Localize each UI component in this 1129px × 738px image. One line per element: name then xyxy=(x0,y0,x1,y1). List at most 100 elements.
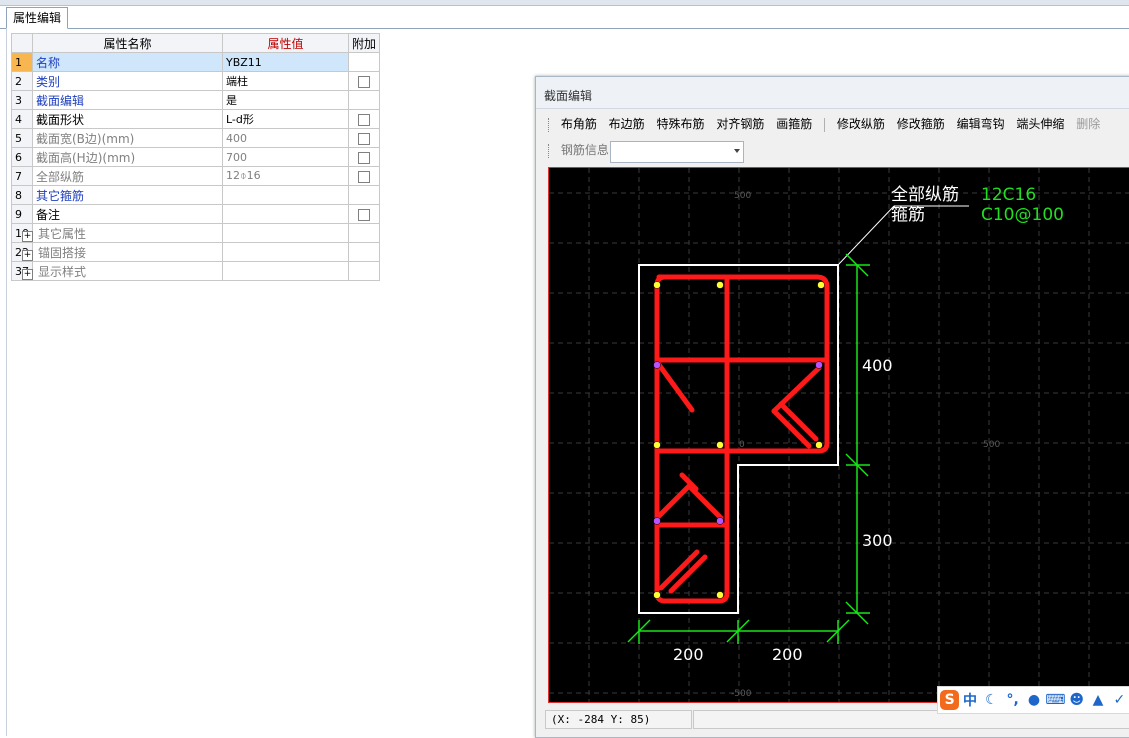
delete-button[interactable]: 删除 xyxy=(1076,117,1101,131)
value-stirrup[interactable]: C10@100 xyxy=(981,205,1064,225)
punctuation-icon[interactable]: °, xyxy=(1006,692,1019,708)
extra-cell xyxy=(347,109,381,129)
wrench-icon[interactable]: ✓ xyxy=(1113,692,1126,708)
dim-right-bottom: 300 xyxy=(862,531,893,550)
dialog-title: 截面编辑 xyxy=(544,89,593,103)
expand-icon[interactable]: + xyxy=(22,249,33,261)
expand-icon[interactable]: + xyxy=(22,268,33,280)
extra-checkbox[interactable] xyxy=(358,113,370,126)
edge-rebar-button[interactable]: 布边筋 xyxy=(608,117,645,131)
property-name: 全部纵筋 xyxy=(32,166,223,186)
chevron-down-icon[interactable] xyxy=(734,149,740,153)
top-strip xyxy=(0,0,1129,6)
tab-property-edit[interactable]: 属性编辑 xyxy=(6,7,69,29)
align-rebar-button[interactable]: 对齐钢筋 xyxy=(716,117,765,131)
moon-icon[interactable]: ☾ xyxy=(985,692,998,708)
row-index: 7 xyxy=(11,166,33,186)
extra-checkbox[interactable] xyxy=(358,170,370,183)
property-value[interactable] xyxy=(222,261,349,281)
extra-checkbox[interactable] xyxy=(358,208,370,221)
row-index: 5 xyxy=(11,128,33,148)
row-index: 1 xyxy=(11,52,33,72)
row-index: 6 xyxy=(11,147,33,167)
header-extra: 附加 xyxy=(347,33,381,53)
label-all-longitudinal: 全部纵筋 xyxy=(891,185,959,205)
extra-cell xyxy=(347,166,381,186)
property-name: 截面形状 xyxy=(32,109,223,129)
dim-bottom-left: 200 xyxy=(673,645,704,664)
extra-checkbox[interactable] xyxy=(358,132,370,145)
user-icon[interactable]: ☻ xyxy=(1069,692,1084,708)
property-value[interactable] xyxy=(222,242,349,262)
row-index: 9 xyxy=(11,204,33,224)
section-canvas[interactable]: 500 0 500 -500 xyxy=(548,167,1129,703)
ime-toolbar: S 中 ☾ °, ● ⌨ ☻ ▲ ✓ xyxy=(937,686,1129,714)
extra-cell xyxy=(347,128,381,148)
rebar-info-toolbar: 钢筋信息 xyxy=(548,141,744,163)
property-value[interactable] xyxy=(222,204,349,224)
property-value[interactable]: 端柱 xyxy=(222,71,349,91)
edit-hook-button[interactable]: 编辑弯钩 xyxy=(956,117,1005,131)
property-value[interactable]: L-d形 xyxy=(222,109,349,129)
section-drawing[interactable]: 500 0 500 -500 xyxy=(549,168,1129,702)
property-value[interactable] xyxy=(222,185,349,205)
table-row[interactable]: 10+其它属性 xyxy=(11,223,381,243)
coordinate-readout: (X: -284 Y: 85) xyxy=(545,710,692,729)
extra-cell xyxy=(347,71,381,91)
dim-bottom-right: 200 xyxy=(772,645,803,664)
end-extend-button[interactable]: 端头伸缩 xyxy=(1016,117,1065,131)
property-name-label: 锚固搭接 xyxy=(38,245,87,260)
extra-cell xyxy=(347,147,381,167)
special-rebar-button[interactable]: 特殊布筋 xyxy=(656,117,705,131)
property-value[interactable]: 12⌽16 xyxy=(222,166,349,186)
header-index xyxy=(11,33,33,53)
corner-rebar-button[interactable]: 布角筋 xyxy=(560,117,597,131)
edit-longitudinal-button[interactable]: 修改纵筋 xyxy=(836,117,885,131)
property-name-label: 截面高(H边)(mm) xyxy=(36,150,136,165)
property-value[interactable]: YBZ11 xyxy=(222,52,349,72)
property-value[interactable]: 400 xyxy=(222,128,349,148)
value-all-longitudinal[interactable]: 12C16 xyxy=(981,185,1036,205)
ime-chinese-mode[interactable]: 中 xyxy=(963,693,978,709)
extra-cell xyxy=(347,90,381,110)
keyboard-icon[interactable]: ⌨ xyxy=(1045,692,1066,708)
property-name-label: 截面编辑 xyxy=(36,93,85,108)
property-name: +显示样式 xyxy=(22,261,223,281)
property-name-label: 其它箍筋 xyxy=(36,188,85,203)
property-name: + 锚固搭接 xyxy=(22,242,223,262)
dialog-statusbar: (X: -284 Y: 85) xyxy=(541,708,1129,730)
property-name: 截面编辑 xyxy=(32,90,223,110)
extra-checkbox[interactable] xyxy=(358,75,370,88)
section-edit-dialog: 截面编辑 布角筋 布边筋 特殊布筋 对齐钢筋 画箍筋 修改纵筋 修改箍筋 编辑弯… xyxy=(535,76,1129,738)
shirt-icon[interactable]: ▲ xyxy=(1092,692,1104,708)
property-value[interactable] xyxy=(222,223,349,243)
table-row[interactable]: 37+显示样式 xyxy=(11,261,381,281)
draw-stirrup-button[interactable]: 画箍筋 xyxy=(776,117,813,131)
mic-icon[interactable]: ● xyxy=(1027,692,1041,708)
table-row[interactable]: 22+锚固搭接 xyxy=(11,242,381,262)
property-value[interactable]: 是 xyxy=(222,90,349,110)
extra-cell xyxy=(347,242,381,262)
property-value[interactable]: 700 xyxy=(222,147,349,167)
axis-label-bottom: -500 xyxy=(731,689,752,699)
dim-right-top: 400 xyxy=(862,356,893,375)
expand-icon[interactable]: + xyxy=(22,230,33,242)
property-name: 其它箍筋 xyxy=(32,185,223,205)
axis-label-right: 500 xyxy=(983,440,1000,450)
sogou-logo-icon[interactable]: S xyxy=(940,690,960,710)
rebar-info-select[interactable] xyxy=(610,141,744,163)
property-name-label: 全部纵筋 xyxy=(36,169,85,184)
toolbar-separator xyxy=(824,117,826,132)
edit-stirrup-button[interactable]: 修改箍筋 xyxy=(896,117,945,131)
extra-cell xyxy=(347,223,381,243)
extra-checkbox[interactable] xyxy=(358,151,370,164)
